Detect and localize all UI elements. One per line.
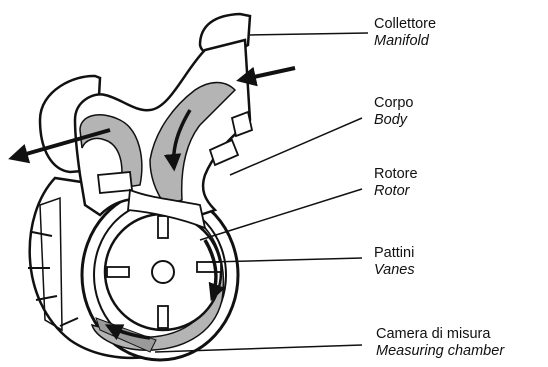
- leader-rotor: [200, 189, 362, 240]
- label-chamber-italian: Camera di misura: [376, 326, 504, 343]
- label-chamber-english: Measuring chamber: [376, 343, 504, 360]
- label-body: Corpo Body: [374, 95, 414, 129]
- vane: [158, 306, 168, 328]
- vane: [158, 216, 168, 238]
- label-body-italian: Corpo: [374, 95, 414, 112]
- label-vanes-english: Vanes: [374, 262, 415, 279]
- label-vanes: Pattini Vanes: [374, 245, 415, 279]
- label-rotor-english: Rotor: [374, 183, 418, 200]
- label-manifold-english: Manifold: [374, 33, 436, 50]
- label-rotor: Rotore Rotor: [374, 166, 418, 200]
- label-body-english: Body: [374, 112, 414, 129]
- leader-manifold: [250, 33, 368, 35]
- label-vanes-italian: Pattini: [374, 245, 415, 262]
- label-manifold-italian: Collettore: [374, 16, 436, 33]
- rotor: [105, 214, 221, 330]
- vane: [107, 267, 129, 277]
- label-rotor-italian: Rotore: [374, 166, 418, 183]
- label-manifold: Collettore Manifold: [374, 16, 436, 50]
- label-chamber: Camera di misura Measuring chamber: [376, 326, 504, 360]
